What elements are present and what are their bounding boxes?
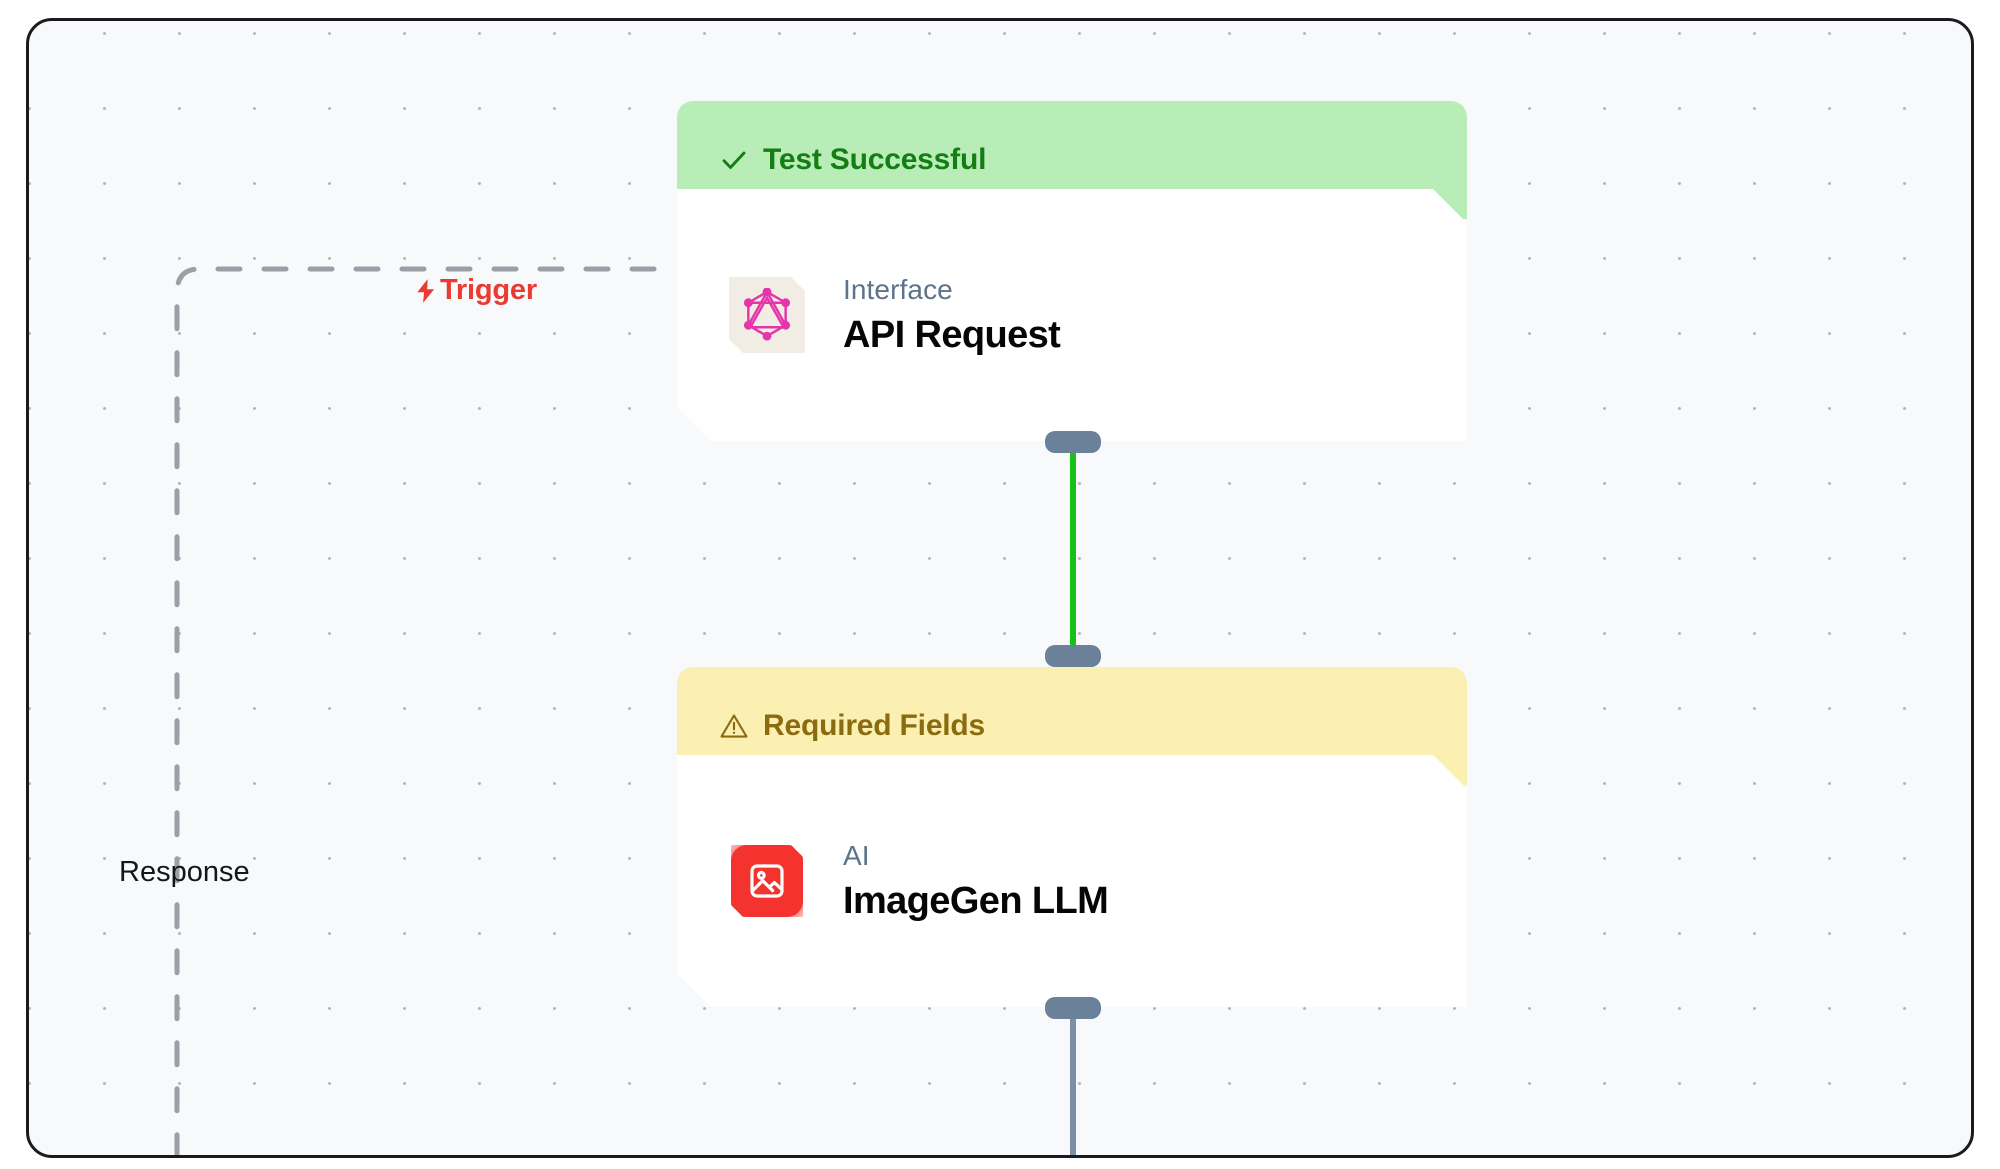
edge-labels-layer: Trigger Response — [29, 21, 1971, 1155]
image-icon — [729, 843, 805, 919]
workflow-canvas[interactable]: Trigger Response Test Successful — [26, 18, 1974, 1158]
connector-handle-imagegen-input[interactable] — [1045, 645, 1101, 667]
node-title-label: API Request — [843, 313, 1061, 356]
node-status-banner-label: Required Fields — [763, 709, 986, 742]
node-card-body[interactable]: AI ImageGen LLM — [677, 755, 1467, 1007]
nodes-layer: Test Successful — [29, 21, 1971, 1155]
node-kind-label: AI — [843, 839, 870, 871]
connector-handle-imagegen-output[interactable] — [1045, 997, 1101, 1019]
graphql-icon — [729, 277, 805, 353]
node-api-request[interactable]: Test Successful — [677, 101, 1467, 441]
node-status-banner-label: Test Successful — [763, 143, 987, 176]
trigger-label-text: Trigger — [440, 274, 537, 306]
response-label-text: Response — [119, 856, 250, 888]
edges-layer — [174, 266, 1076, 1155]
check-icon — [719, 145, 749, 175]
lightning-bolt-icon — [413, 276, 439, 306]
trigger-edge-label[interactable]: Trigger — [413, 274, 537, 307]
node-card-body[interactable]: Interface API Request — [677, 189, 1467, 441]
warning-triangle-icon — [719, 711, 749, 741]
trigger-response-path — [174, 266, 657, 1155]
connector-handle-api-request-output[interactable] — [1045, 431, 1101, 453]
node-kind-label: Interface — [843, 273, 953, 305]
node-imagegen-llm[interactable]: Required Fields AI Ima — [677, 667, 1467, 1007]
node-title-label: ImageGen LLM — [843, 879, 1109, 922]
response-edge-label[interactable]: Response — [119, 856, 250, 889]
